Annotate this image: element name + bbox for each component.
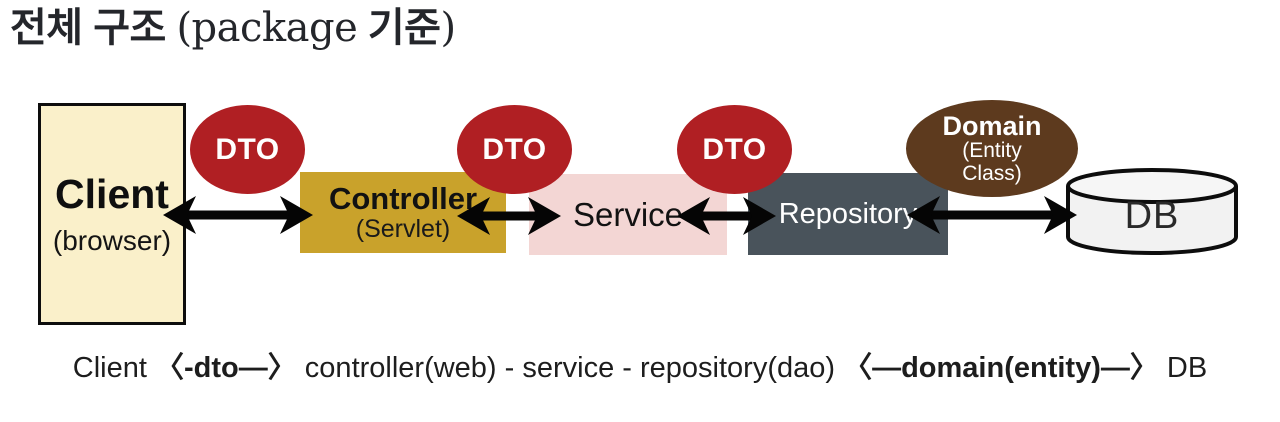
db-node: DB bbox=[1064, 165, 1240, 259]
dto-badge-1: DTO bbox=[190, 105, 305, 194]
title-paren-close: ) bbox=[440, 5, 456, 51]
repository-node: Repository bbox=[748, 173, 948, 255]
dto-badge-3: DTO bbox=[677, 105, 792, 194]
database-cylinder-icon bbox=[1066, 168, 1238, 255]
client-node: Client (browser) bbox=[38, 103, 186, 325]
service-node: Service bbox=[529, 174, 727, 255]
caption-client: Client bbox=[72, 352, 155, 384]
repository-label: Repository bbox=[778, 197, 918, 230]
caption-domain-bracket: 〈—domain(entity)—〉 bbox=[843, 352, 1159, 384]
client-sublabel: (browser) bbox=[52, 224, 172, 256]
flow-caption: Client 〈-dto—〉 controller(web) - service… bbox=[0, 346, 1280, 390]
domain-badge: Domain (Entity Class) bbox=[906, 100, 1078, 197]
service-label: Service bbox=[572, 196, 684, 233]
controller-label: Controller bbox=[328, 181, 478, 217]
controller-node: Controller (Servlet) bbox=[300, 172, 506, 253]
title-korean-suffix: 기준 bbox=[357, 6, 441, 50]
dto-badge-label: DTO bbox=[215, 132, 280, 166]
caption-db: DB bbox=[1158, 352, 1208, 384]
page-title: 전체 구조 (package 기준) bbox=[10, 2, 456, 54]
domain-badge-subline1: (Entity bbox=[962, 139, 1022, 162]
controller-sublabel: (Servlet) bbox=[355, 214, 451, 243]
dto-badge-label: DTO bbox=[702, 132, 767, 166]
caption-dto-bracket: 〈-dto—〉 bbox=[155, 352, 297, 384]
dto-badge-2: DTO bbox=[457, 105, 572, 194]
caption-middle: controller(web) - service - repository(d… bbox=[296, 352, 844, 384]
title-latin-package: (package bbox=[176, 5, 358, 51]
domain-badge-subline2: Class) bbox=[962, 161, 1022, 185]
client-label: Client bbox=[55, 170, 169, 217]
domain-badge-label: Domain bbox=[942, 110, 1042, 141]
db-label: DB bbox=[1124, 195, 1180, 237]
dto-badge-label: DTO bbox=[482, 132, 547, 166]
title-korean-prefix: 전체 구조 bbox=[10, 6, 177, 50]
